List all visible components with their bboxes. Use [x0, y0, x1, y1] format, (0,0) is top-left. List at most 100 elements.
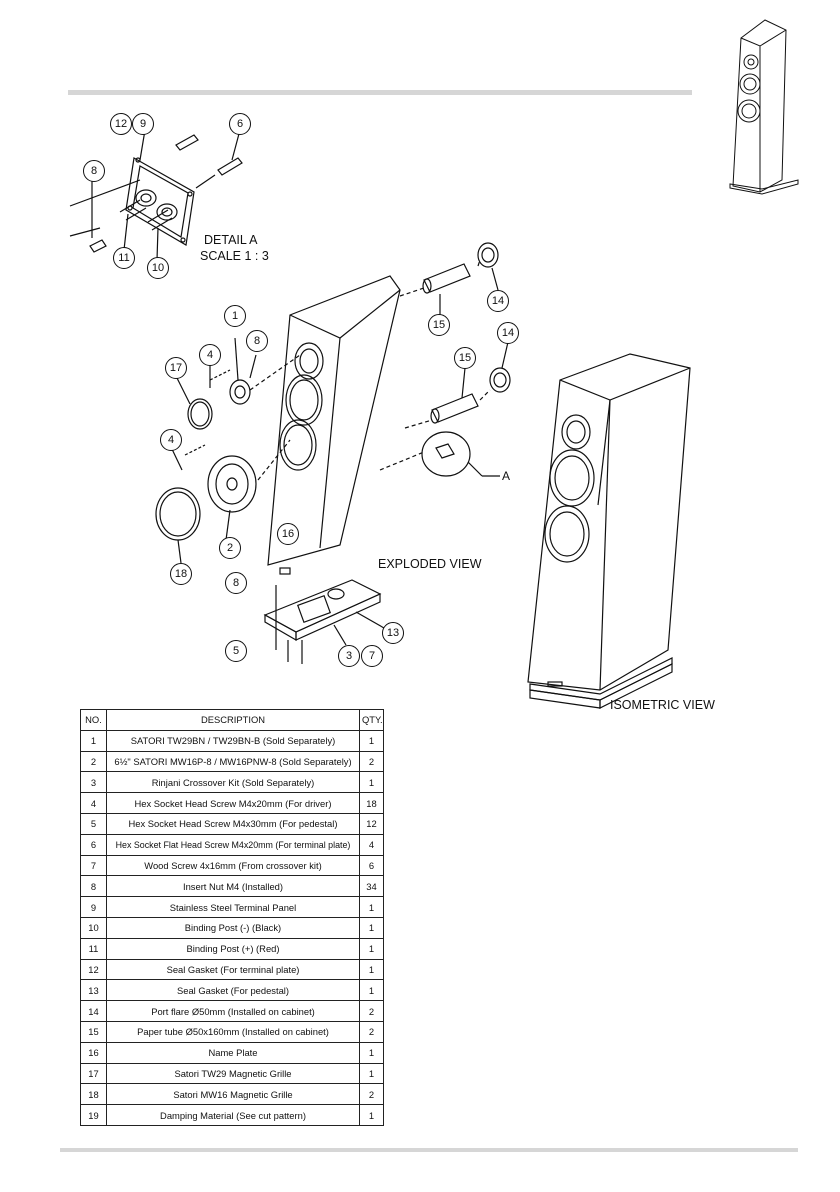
row-no: 16 — [80, 1041, 107, 1064]
header-qty: QTY. — [359, 709, 384, 731]
row-qty: 34 — [359, 875, 384, 898]
callout-8-driver: 8 — [246, 330, 268, 352]
row-qty: 6 — [359, 854, 384, 877]
thumbnail-speaker — [729, 19, 799, 195]
row-no: 5 — [80, 812, 107, 835]
callout-3: 3 — [338, 645, 360, 667]
row-no: 3 — [80, 771, 107, 794]
pedestal — [263, 579, 385, 664]
row-description: Damping Material (See cut pattern) — [106, 1104, 360, 1126]
row-qty: 18 — [359, 792, 384, 814]
header-rule — [68, 90, 692, 95]
exploded-cabinet — [267, 275, 401, 575]
row-qty: 4 — [359, 833, 384, 856]
row-qty: 1 — [359, 771, 384, 794]
row-description: Seal Gasket (For terminal plate) — [106, 958, 360, 981]
row-qty: 1 — [359, 1041, 384, 1064]
isometric-speaker — [527, 353, 691, 709]
callout-14-top: 14 — [487, 290, 509, 312]
row-qty: 2 — [359, 1000, 384, 1022]
callout-13: 13 — [382, 622, 404, 644]
row-qty: 1 — [359, 958, 384, 981]
row-no: 10 — [80, 916, 107, 939]
detail-ref-label: A — [502, 469, 511, 483]
row-description: Hex Socket Flat Head Screw M4x20mm (For … — [106, 833, 360, 856]
header-no: NO. — [80, 709, 107, 731]
row-description: Paper tube Ø50x160mm (Installed on cabin… — [106, 1020, 360, 1043]
row-no: 2 — [80, 750, 107, 773]
callout-4-bottom: 4 — [160, 429, 182, 451]
row-description: Binding Post (+) (Red) — [106, 937, 360, 960]
row-description: Satori TW29 Magnetic Grille — [106, 1062, 360, 1085]
callout-2: 2 — [219, 537, 241, 559]
row-description: Binding Post (-) (Black) — [106, 916, 360, 939]
callout-8-pedestal: 8 — [225, 572, 247, 594]
row-no: 18 — [80, 1083, 107, 1106]
callout-4-top: 4 — [199, 344, 221, 366]
row-description: Hex Socket Head Screw M4x20mm (For drive… — [106, 792, 360, 814]
row-qty: 1 — [359, 729, 384, 752]
table-header-row: NO. DESCRIPTION QTY. — [80, 709, 384, 731]
row-qty: 2 — [359, 1020, 384, 1043]
row-description: Port flare Ø50mm (Installed on cabinet) — [106, 1000, 360, 1022]
callout-18: 18 — [170, 563, 192, 585]
detail-a-drawing — [69, 129, 243, 261]
row-description: Name Plate — [106, 1041, 360, 1064]
detail-a-title: DETAIL A — [204, 233, 258, 247]
row-no: 15 — [80, 1020, 107, 1043]
callout-1: 1 — [224, 305, 246, 327]
isometric-view-label: ISOMETRIC VIEW — [610, 698, 715, 712]
callout-6: 6 — [229, 113, 251, 135]
row-qty: 1 — [359, 1104, 384, 1126]
row-description: Stainless Steel Terminal Panel — [106, 896, 360, 918]
callout-5: 5 — [225, 640, 247, 662]
row-no: 9 — [80, 896, 107, 918]
header-description: DESCRIPTION — [106, 709, 360, 731]
row-no: 7 — [80, 854, 107, 877]
row-qty: 2 — [359, 1083, 384, 1106]
row-description: Satori MW16 Magnetic Grille — [106, 1083, 360, 1106]
row-qty: 1 — [359, 937, 384, 960]
callout-12: 12 — [110, 113, 132, 135]
callout-17: 17 — [165, 357, 187, 379]
row-no: 11 — [80, 937, 107, 960]
callout-8-detail: 8 — [83, 160, 105, 182]
row-qty: 1 — [359, 916, 384, 939]
footer-rule — [60, 1148, 798, 1152]
row-description: Insert Nut M4 (Installed) — [106, 875, 360, 898]
detail-a-scale: SCALE 1 : 3 — [200, 249, 269, 263]
row-no: 1 — [80, 729, 107, 752]
row-no: 19 — [80, 1104, 107, 1126]
callout-15-bottom: 15 — [454, 347, 476, 369]
exploded-view-label: EXPLODED VIEW — [378, 557, 482, 571]
callout-9: 9 — [132, 113, 154, 135]
row-qty: 1 — [359, 896, 384, 918]
row-description: Hex Socket Head Screw M4x30mm (For pedes… — [106, 812, 360, 835]
row-no: 8 — [80, 875, 107, 898]
row-description: 6½" SATORI MW16P-8 / MW16PNW-8 (Sold Sep… — [106, 750, 360, 773]
callout-7: 7 — [361, 645, 383, 667]
row-qty: 1 — [359, 979, 384, 1002]
row-no: 6 — [80, 833, 107, 856]
row-qty: 12 — [359, 812, 384, 835]
row-description: Seal Gasket (For pedestal) — [106, 979, 360, 1002]
